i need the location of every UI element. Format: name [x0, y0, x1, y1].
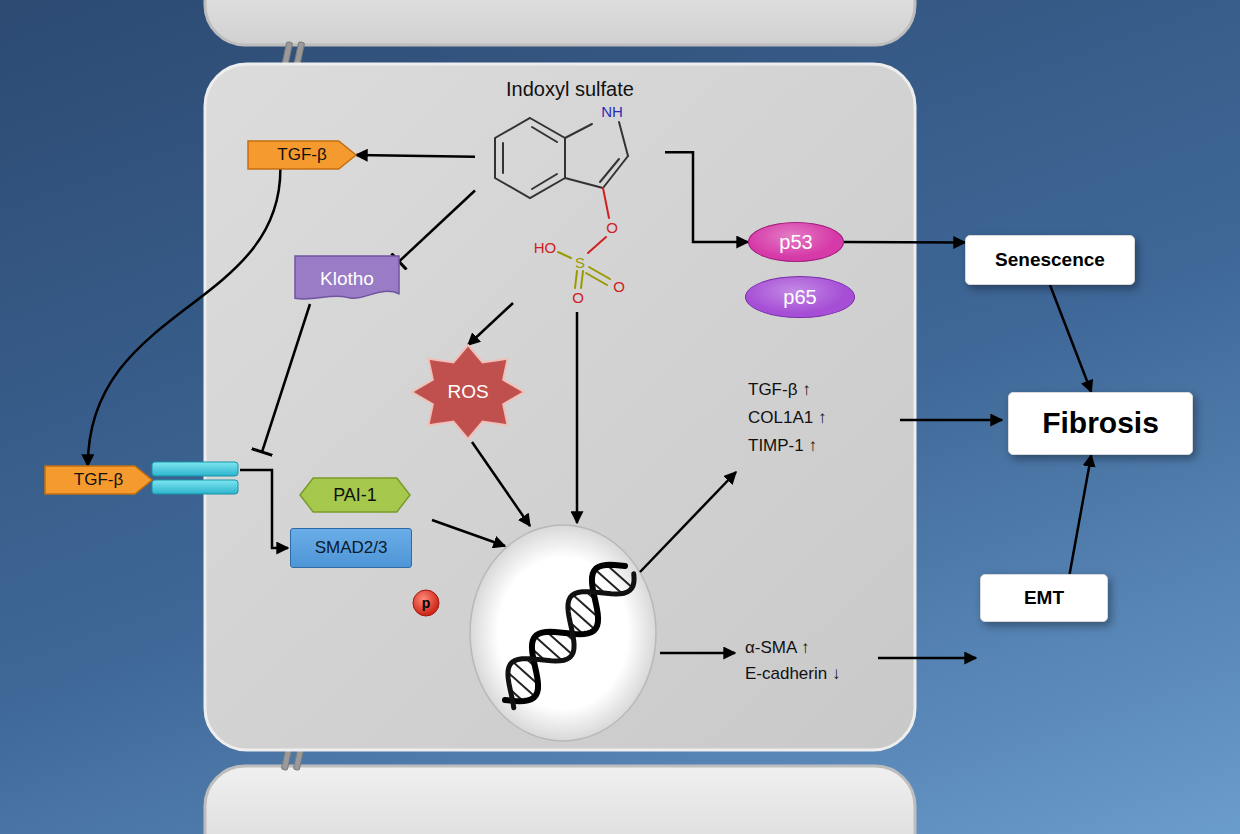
cell-body: [205, 64, 915, 750]
protein-hexagon-shape: [300, 478, 410, 512]
arrow-connector: [356, 155, 475, 157]
ligand-tag-shape: [248, 141, 356, 169]
neighbour-cell: [205, 0, 915, 45]
gene-label: TGF-β ↑: [748, 380, 811, 400]
arrow-connector: [1050, 285, 1091, 392]
node-label: ROS: [447, 381, 488, 403]
protein-banner: Klotho: [295, 256, 399, 302]
atom-label: O: [613, 278, 625, 295]
node-label: TGF-β: [74, 470, 123, 490]
arrow-connector: [468, 303, 513, 345]
ros-star-shape: [412, 345, 524, 439]
outcome-box: EMT: [980, 574, 1108, 622]
node-label: Fibrosis: [1042, 406, 1159, 441]
node-label: TGF-β: [277, 145, 326, 165]
gene-label: E-cadherin ↓: [745, 664, 840, 684]
node-label: SMAD2/3: [315, 538, 388, 558]
outcome-box: Fibrosis: [1008, 392, 1193, 455]
dna-strand: [505, 565, 625, 701]
arrow-connector: [88, 169, 281, 466]
atom-label: S: [575, 254, 585, 271]
gene-label: α-SMA ↑: [745, 638, 810, 658]
node-label: Indoxyl sulfate: [506, 78, 634, 101]
arrow-connector: [1070, 455, 1092, 574]
node-label: Klotho: [320, 268, 374, 290]
arrow-connector: [844, 241, 965, 244]
gene-label: TIMP-1 ↑: [748, 436, 817, 456]
pathway-arrow: [240, 304, 1002, 658]
dna-rung: [595, 569, 622, 593]
atom-label: HO: [534, 239, 557, 256]
atom-label: O: [572, 289, 584, 306]
ligand-tag: TGF-β: [248, 141, 356, 169]
dna-strand: [508, 574, 634, 708]
ligand-tag-shape: [45, 466, 152, 494]
node-label: p65: [783, 286, 816, 309]
receptor: [152, 462, 238, 476]
inhibition-line: [399, 191, 475, 262]
molecule-node: Indoxyl sulfate: [475, 78, 665, 303]
protein-hexagon: PAI-1: [300, 478, 410, 512]
gene-label: COL1A1 ↑: [748, 408, 826, 428]
ligand-tag: TGF-β: [45, 466, 152, 494]
protein-ellipse: p53: [748, 222, 844, 262]
nucleus: [470, 525, 656, 741]
node-label: Senescence: [995, 249, 1105, 271]
node-label: EMT: [1024, 587, 1064, 609]
neighbour-cell: [205, 766, 915, 834]
arrow-connector: [665, 152, 748, 242]
node-label: PAI-1: [333, 485, 377, 506]
dna-rung: [535, 636, 562, 660]
protein-banner-shape: [295, 256, 399, 299]
molecule-structure: [495, 118, 628, 288]
phosphate-dot: [413, 590, 439, 616]
phosphate-label: p: [422, 595, 431, 611]
dna-helix: [505, 565, 634, 708]
protein-box: SMAD2/3: [290, 528, 412, 568]
ros-star: ROS: [412, 345, 524, 439]
outcome-box: Senescence: [965, 235, 1135, 285]
receptor: [152, 480, 238, 494]
node-label: p53: [779, 231, 812, 254]
atom-label: O: [606, 219, 618, 236]
protein-ellipse: p65: [745, 276, 855, 318]
atom-label: NH: [601, 103, 623, 120]
